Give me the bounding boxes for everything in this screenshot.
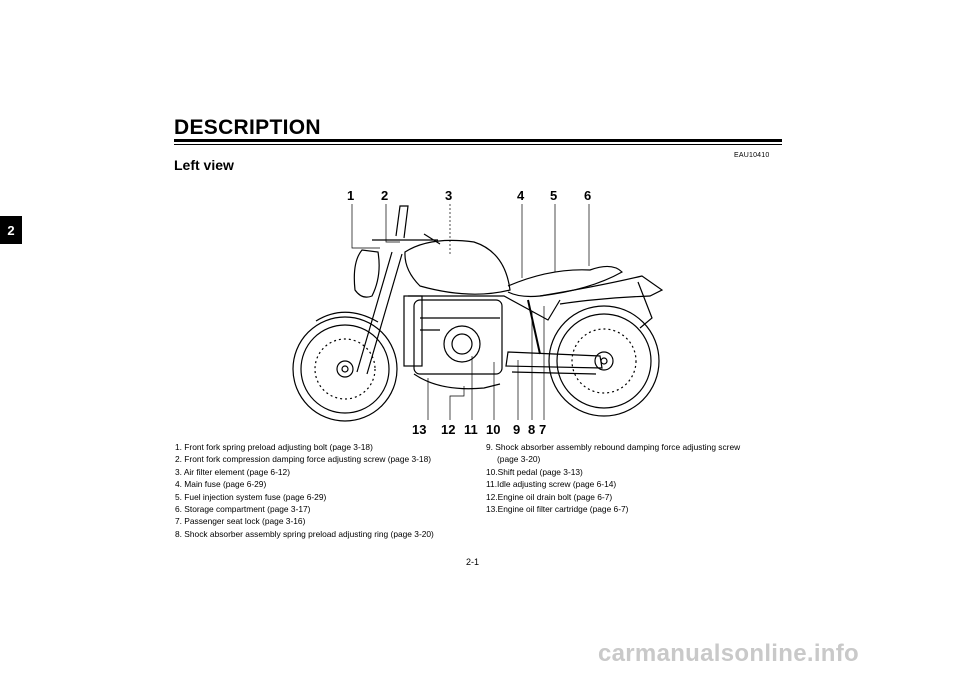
callout-7: 7: [539, 422, 547, 437]
mirror: [395, 205, 409, 239]
handlebar: [372, 233, 441, 245]
engine-block: [413, 299, 503, 375]
legend-item: 4. Main fuse (page 6-29): [175, 479, 267, 490]
callout-12: 12: [441, 422, 456, 437]
swingarm: [505, 351, 603, 369]
page-number: 2-1: [466, 557, 480, 567]
callout-5: 5: [550, 188, 558, 203]
callout-9: 9: [513, 422, 521, 437]
callout-4: 4: [517, 188, 525, 203]
legend-item: 13.Engine oil filter cartridge (page 6-7…: [486, 504, 629, 515]
callout-11: 11: [464, 422, 478, 437]
seat: [507, 265, 623, 298]
legend-left-column: 1. Front fork spring preload adjusting b…: [175, 441, 434, 540]
legend-item-continuation: (page 3-20): [497, 454, 541, 465]
legend-item: 1. Front fork spring preload adjusting b…: [175, 442, 373, 452]
legend-item: 11.Idle adjusting screw (page 6-14): [486, 479, 617, 490]
callout-6: 6: [584, 188, 592, 203]
front-wheel: [292, 316, 398, 422]
radiator: [403, 295, 423, 367]
legend-item: 5. Fuel injection system fuse (page 6-29…: [175, 491, 327, 502]
tail-cowl: [539, 275, 664, 305]
callout-1: 1: [347, 188, 355, 203]
callout-10: 10: [486, 422, 501, 437]
section-title: Left view: [174, 157, 234, 173]
callout-2: 2: [381, 188, 389, 203]
legend-item: 7. Passenger seat lock (page 3-16): [175, 516, 306, 527]
chapter-tab: 2: [0, 216, 22, 244]
callout-13: 13: [412, 422, 427, 437]
callout-3: 3: [445, 188, 453, 203]
legend-item: 9. Shock absorber assembly rebound dampi…: [486, 442, 741, 452]
document-code: EAU10410: [734, 152, 770, 159]
fuel-tank: [404, 239, 511, 295]
legend-item: 12.Engine oil drain bolt (page 6-7): [486, 491, 613, 502]
callout-8: 8: [528, 422, 536, 437]
headlight: [353, 249, 380, 298]
rear-wheel: [548, 305, 660, 417]
legend-item: 6. Storage compartment (page 3-17): [175, 504, 311, 515]
legend-item: 2. Front fork compression damping force …: [175, 454, 432, 465]
page-title: DESCRIPTION: [174, 116, 321, 139]
front-fork: [356, 251, 403, 375]
legend-right-column: 9. Shock absorber assembly rebound dampi…: [486, 441, 740, 515]
rear-shock: [527, 299, 541, 355]
title-rule-thick: [174, 139, 782, 142]
legend-item: 8. Shock absorber assembly spring preloa…: [175, 528, 434, 539]
frame: [408, 295, 561, 321]
legend-item: 10.Shift pedal (page 3-13): [486, 466, 583, 477]
rear-fender: [637, 281, 653, 329]
exhaust-pipe: [413, 373, 501, 390]
title-rule-thin: [174, 144, 782, 145]
legend-item: 3. Air filter element (page 6-12): [175, 466, 290, 477]
watermark: carmanualsonline.info: [598, 640, 860, 667]
